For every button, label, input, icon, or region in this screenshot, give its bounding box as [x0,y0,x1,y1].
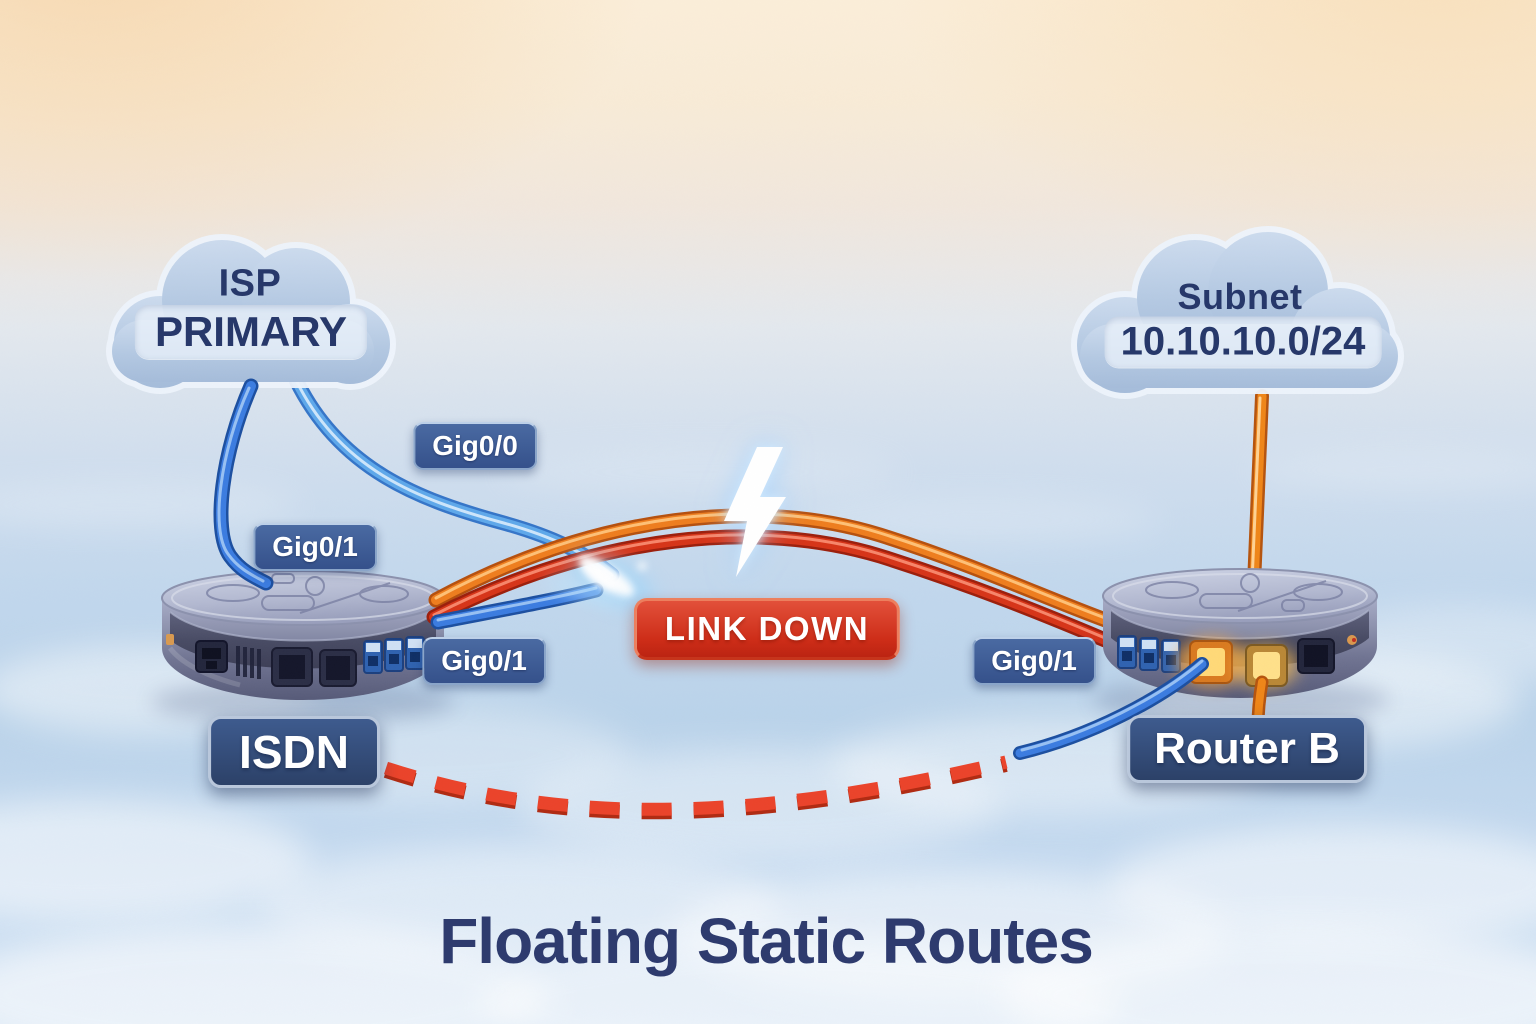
gig0-0-label: Gig0/0 [413,422,537,470]
gig0-1-isdn-label: Gig0/1 [422,637,546,685]
router-b-device-label: Router B [1127,715,1367,783]
link-down-badge: LINK DOWN [633,598,901,660]
isp-cloud-name: ISP [218,262,282,305]
subnet-cloud-label: Subnet [1177,276,1303,317]
gig0-1-routerb-label: Gig0/1 [972,637,1096,685]
gig0-1-wan-label: Gig0/1 [253,523,377,571]
subnet-cloud-cidr: 10.10.10.0/24 [1104,316,1382,368]
isp-cloud-qualifier: PRIMARY [134,305,368,359]
isdn-device-label: ISDN [208,716,380,788]
diagram-title: Floating Static Routes [439,905,1094,977]
